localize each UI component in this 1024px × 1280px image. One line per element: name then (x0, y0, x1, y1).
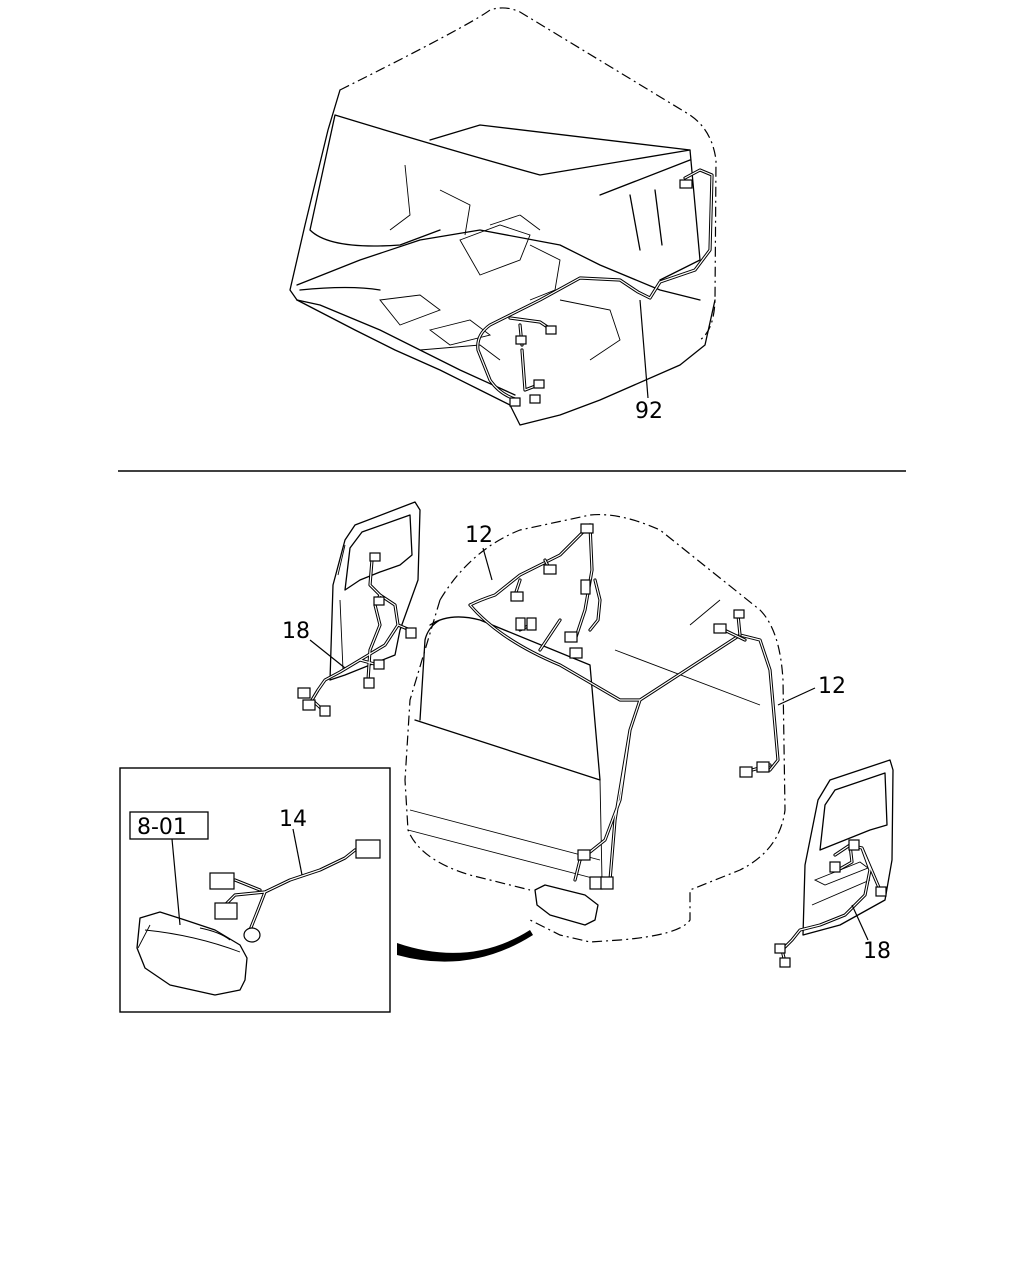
connector-icon (529, 394, 541, 404)
detail-link-arrow (397, 930, 533, 962)
left-door-window (344, 514, 413, 591)
connector-icon (515, 617, 526, 631)
connector-icon (369, 552, 381, 562)
callout-12a-leader (482, 547, 493, 581)
right-door-view: 18 (774, 759, 894, 968)
connector-icon (405, 627, 417, 639)
cab-interior-view: 92 (289, 7, 717, 426)
connector-icon (756, 761, 770, 773)
cab-exterior-outline (404, 513, 786, 943)
connector-icon (545, 325, 557, 335)
harness-18-right (774, 839, 887, 968)
inset-lamp-detail (137, 924, 241, 953)
harness-92 (476, 168, 714, 407)
connector-icon (302, 699, 316, 711)
connector-icon (214, 902, 238, 920)
connector-icon (564, 631, 578, 643)
connector-icon (733, 609, 745, 619)
connector-icon (509, 397, 521, 407)
front-lamp (534, 884, 599, 926)
callout-18-left: 18 (282, 619, 310, 644)
connector-icon (848, 839, 860, 851)
connector-icon (679, 179, 693, 189)
connector-icon (533, 379, 545, 389)
ref-box (129, 811, 209, 840)
right-door-window (819, 772, 888, 851)
harness-14 (209, 839, 381, 943)
connector-icon (526, 617, 537, 631)
callout-14: 14 (279, 807, 307, 832)
connector-icon (829, 861, 841, 873)
callout-18b-leader (851, 904, 869, 941)
interior-details (379, 164, 621, 361)
harness-12 (468, 523, 780, 890)
connector-icon (580, 579, 591, 595)
callout-12-top: 12 (465, 523, 493, 548)
detail-inset: 8-01 14 (119, 767, 391, 1013)
left-door-view: 18 (282, 501, 421, 717)
front-windshield (414, 616, 601, 781)
cab-exterior-view: 12 12 (404, 513, 846, 943)
windshield-bottom (407, 779, 603, 881)
cab-side-lines (614, 599, 761, 706)
connector-icon (543, 564, 557, 575)
callout-18-right: 18 (863, 939, 891, 964)
reference-8-01: 8-01 (137, 815, 187, 840)
left-door-inner (337, 544, 346, 671)
callout-92-leader (639, 299, 649, 399)
callout-14-leader (292, 828, 303, 876)
connector-icon (589, 876, 603, 890)
ref-leader (171, 838, 181, 926)
connector-icon (355, 839, 381, 859)
connector-icon (875, 886, 887, 897)
connector-icon (319, 705, 331, 717)
connector-icon (774, 943, 786, 954)
callout-12b-leader (777, 687, 816, 706)
connector-icon (569, 647, 583, 659)
connector-icon (209, 872, 235, 890)
connector-icon (577, 849, 591, 861)
connector-icon (600, 876, 614, 890)
callout-12-right: 12 (818, 674, 846, 699)
connector-icon (515, 335, 527, 345)
connector-icon (363, 677, 375, 689)
connector-icon (297, 687, 311, 699)
cab-left-pillar (289, 89, 341, 301)
dashboard (296, 229, 701, 396)
connector-icon (373, 659, 385, 670)
inset-frame (119, 767, 391, 1013)
connector-icon (779, 957, 791, 968)
inset-lamp (136, 911, 248, 996)
connector-icon (739, 766, 753, 778)
connector-icon (510, 591, 524, 602)
windshield-frame (309, 114, 691, 247)
connector-icon (580, 523, 594, 534)
harness-18-left (297, 552, 417, 717)
callout-92: 92 (635, 399, 663, 424)
callout-18a-leader (309, 639, 346, 669)
rear-window (429, 124, 701, 281)
connector-icon (373, 596, 385, 606)
connector-icon (243, 927, 261, 943)
connector-icon (713, 623, 727, 634)
cab-roof-outline (339, 7, 717, 341)
right-door-panel (802, 759, 894, 936)
